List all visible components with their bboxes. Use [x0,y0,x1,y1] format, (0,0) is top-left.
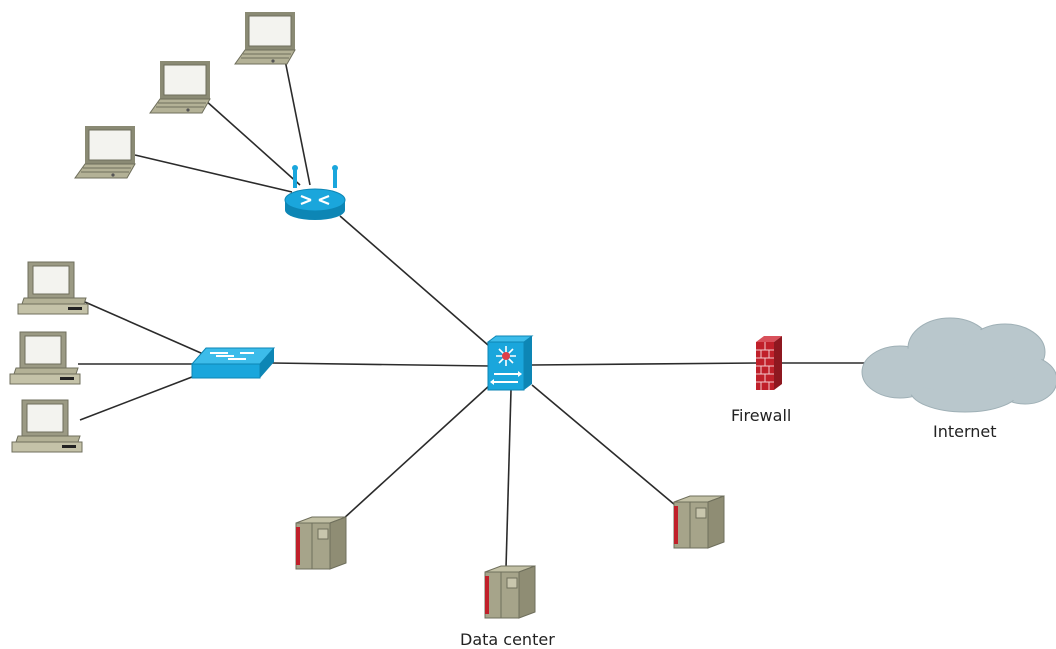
link-laptop1-router [284,59,311,186]
link-core-firewall [531,362,759,366]
link-desktop1-switch [84,301,211,358]
laptop-icon [234,11,296,65]
desktop-computer-icon [17,261,89,315]
link-laptop2-router [204,99,301,186]
laptop-icon [74,125,136,179]
switch-icon [190,347,276,379]
link-laptop3-router [134,154,293,193]
firewall-icon [756,336,782,390]
server-icon [673,495,725,549]
link-desktop3-switch [79,371,206,421]
server-icon [484,565,536,619]
link-core-server-left [341,384,491,521]
cloud-icon [861,317,1056,413]
link-core-server-mid [505,389,512,569]
multilayer-switch-icon [486,335,534,391]
wireless-router-icon [284,165,346,220]
internet-label: Internet [933,422,997,441]
desktop-computer-icon [11,399,83,453]
link-core-server-right [531,384,676,506]
server-icon [295,516,347,570]
desktop-computer-icon [9,331,81,385]
network-links [78,59,865,569]
laptop-icon [149,60,211,114]
datacenter-label: Data center [460,630,555,649]
link-switch-core [271,362,491,367]
firewall-label: Firewall [731,406,792,425]
link-router-core [339,215,497,353]
